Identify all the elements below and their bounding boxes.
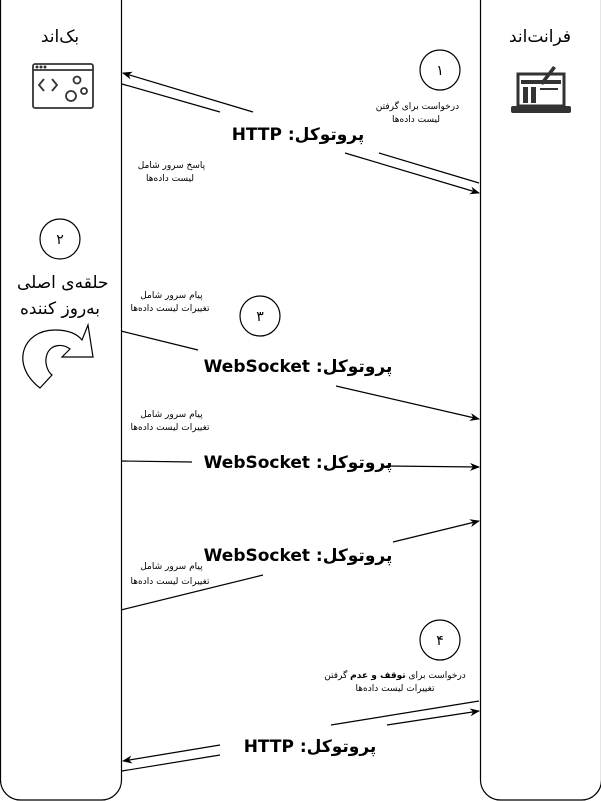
websocket-arrow-1-tail — [120, 330, 199, 351]
websocket-arrow-2 — [385, 462, 480, 471]
websocket-protocol-label-3: پروتوکل: WebSocket — [204, 546, 393, 566]
update-loop-label: حلقه‌ی اصلی به‌روز کننده — [12, 273, 109, 319]
step-2-badge: ۲ — [39, 218, 81, 260]
frontend-title: فرانت‌اند — [509, 27, 571, 47]
websocket-arrow-2-tail — [120, 460, 193, 463]
svg-text:۱: ۱ — [436, 63, 444, 79]
backend-title: بک‌اند — [41, 27, 79, 47]
code-settings-window-icon — [32, 63, 94, 109]
websocket-arrow-3 — [392, 519, 480, 543]
websocket-protocol-label-2: پروتوکل: WebSocket — [204, 453, 393, 473]
svg-text:۴: ۴ — [436, 633, 444, 649]
step-4-badge: ۴ — [419, 619, 461, 661]
websocket-arrow-1 — [335, 385, 480, 421]
websocket-arrow-3-tail — [120, 574, 264, 611]
step-3-badge: ۳ — [239, 295, 281, 337]
stop-response-arrow — [122, 744, 221, 764]
http-protocol-label-top: پروتوکل: HTTP — [232, 125, 365, 145]
request-arrow — [344, 152, 480, 195]
response-arrow-line — [121, 83, 221, 113]
svg-text:۳: ۳ — [256, 309, 264, 325]
request-list-note: درخواست برای گرفتن لیست داده‌ها — [373, 100, 459, 125]
svg-text:۲: ۲ — [56, 232, 64, 248]
backend-lane — [0, 0, 123, 801]
loop-arrow-icon — [22, 322, 94, 389]
server-message-note-3: پیام سرور شامل تغییرات لیست داده‌ها — [131, 562, 210, 587]
stop-request-arrow-line — [330, 700, 480, 726]
request-arrow-line — [378, 152, 480, 184]
stop-response-arrow-line — [121, 754, 221, 772]
stop-request-note: درخواست برای توقف و عدم گرفتن — [324, 669, 466, 681]
server-message-note-2: پیام سرور شامل تغییرات لیست داده‌ها — [131, 410, 210, 433]
response-list-note: پاسخ سرور شامل لیست داده‌ها — [135, 161, 206, 184]
response-arrow — [122, 71, 254, 113]
laptop-design-icon — [511, 66, 571, 113]
frontend-lane — [479, 0, 601, 801]
http-protocol-label-bottom: پروتوکل: HTTP — [244, 737, 377, 757]
websocket-protocol-label-1: پروتوکل: WebSocket — [204, 357, 393, 377]
step-1-badge: ۱ — [419, 49, 461, 91]
stop-request-arrow — [386, 708, 480, 726]
stop-request-note-line2: تغییرات لیست داده‌ها — [356, 684, 435, 694]
server-message-note-1: پیام سرور شامل تغییرات لیست داده‌ها — [131, 291, 210, 314]
